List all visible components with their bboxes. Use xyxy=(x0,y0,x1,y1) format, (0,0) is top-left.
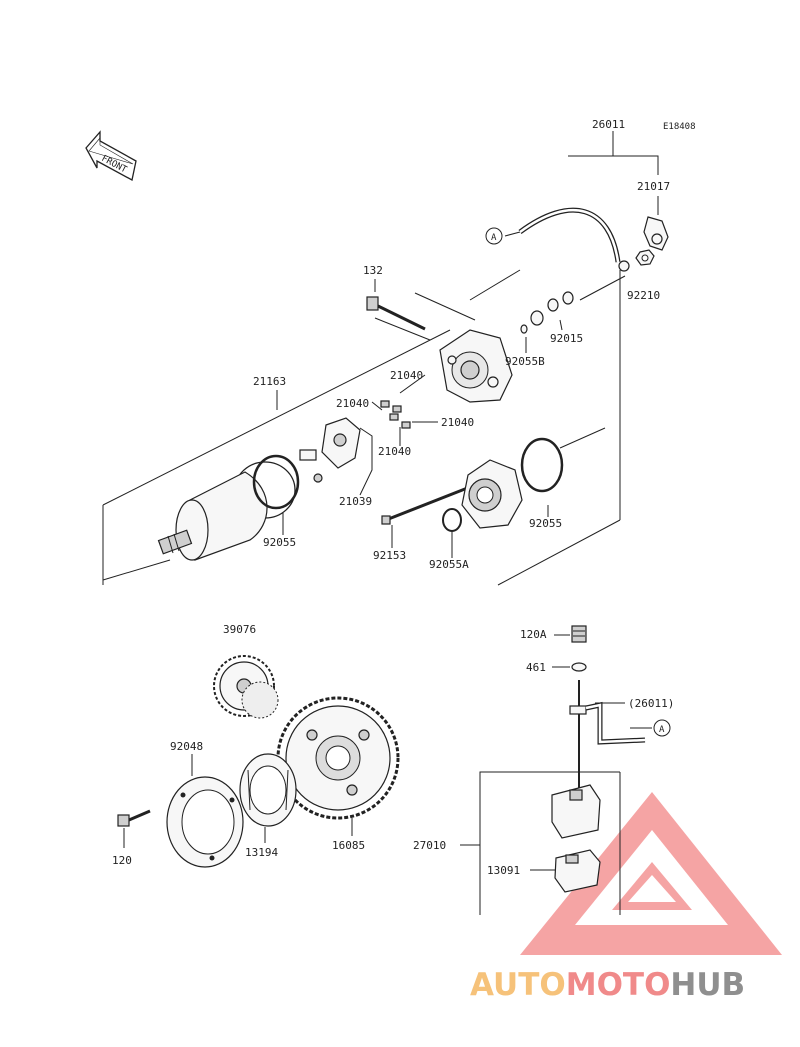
label-120a: 120A xyxy=(520,628,547,641)
callout-a-circle-bottom xyxy=(653,719,671,737)
o-ring-92055b xyxy=(520,324,528,334)
label-13194: 13194 xyxy=(245,846,278,859)
label-92048: 92048 xyxy=(170,740,203,753)
label-13091: 13091 xyxy=(487,864,520,877)
starter-clutch-gear-16085 xyxy=(276,696,400,820)
bolt-120 xyxy=(117,809,151,827)
label-21017: 21017 xyxy=(637,180,670,193)
label-27010: 27010 xyxy=(413,839,446,852)
o-ring-92055-left xyxy=(252,454,300,510)
leader-lines-top xyxy=(102,131,659,586)
label-21040-d: 21040 xyxy=(378,445,411,458)
nut-92210 xyxy=(635,249,655,266)
label-92210: 92210 xyxy=(627,289,660,302)
watermark-text: AUTOMOTOHUB xyxy=(470,967,745,1003)
through-bolt-head xyxy=(381,515,391,525)
idle-gear-39076 xyxy=(213,655,279,719)
callout-a-circle-top xyxy=(485,227,503,245)
bolt-120a xyxy=(571,625,587,643)
label-21040-b: 21040 xyxy=(336,397,369,410)
label-26011: 26011 xyxy=(592,118,625,131)
label-26011-paren: (26011) xyxy=(628,697,674,710)
leader-lines-bottom-left xyxy=(123,754,353,848)
label-21163: 21163 xyxy=(253,375,286,388)
brush-holder-21039 xyxy=(299,417,361,483)
label-a-bottom: A xyxy=(659,725,665,735)
watermark-auto: AUTO xyxy=(470,967,566,1003)
starter-relay-27010 xyxy=(551,784,601,839)
label-21040-c: 21040 xyxy=(441,416,474,429)
front-cover xyxy=(461,459,523,529)
brush-holder-end-cover xyxy=(439,329,513,403)
label-92015: 92015 xyxy=(550,332,583,345)
label-21040-a: 21040 xyxy=(390,369,423,382)
label-92153: 92153 xyxy=(373,549,406,562)
clutch-housing-92048 xyxy=(166,776,244,868)
o-ring-92055a xyxy=(442,508,462,532)
washer-461 xyxy=(571,662,587,672)
label-39076: 39076 xyxy=(223,623,256,636)
o-ring-92055-right xyxy=(520,437,564,493)
label-92055-left: 92055 xyxy=(263,536,296,549)
washer-set-92015 xyxy=(530,291,574,326)
relay-cover-13091 xyxy=(554,849,601,893)
leader-lines-bottom-right xyxy=(460,634,652,915)
one-way-clutch-13194 xyxy=(239,753,297,827)
starter-motor-21163 xyxy=(157,461,296,561)
label-132: 132 xyxy=(363,264,383,277)
label-461: 461 xyxy=(526,661,546,674)
watermark-logo xyxy=(520,792,782,955)
front-arrow-icon: FRONT xyxy=(85,130,137,181)
watermark-moto: MOTO xyxy=(566,967,671,1003)
starter-cable-bottom xyxy=(569,701,646,745)
watermark-hub: HUB xyxy=(670,967,745,1003)
ref-code: E18408 xyxy=(663,122,696,132)
label-92055-right: 92055 xyxy=(529,517,562,530)
starter-cable-top xyxy=(518,207,630,272)
terminal-cover-21017 xyxy=(643,216,669,251)
label-21039: 21039 xyxy=(339,495,372,508)
label-a-top: A xyxy=(491,233,497,243)
brush-springs xyxy=(380,400,411,429)
through-bolt-92153 xyxy=(385,485,471,522)
label-92055b: 92055B xyxy=(505,355,545,368)
label-120: 120 xyxy=(112,854,132,867)
label-16085: 16085 xyxy=(332,839,365,852)
bolt-132 xyxy=(366,296,426,331)
label-92055a: 92055A xyxy=(429,558,469,571)
